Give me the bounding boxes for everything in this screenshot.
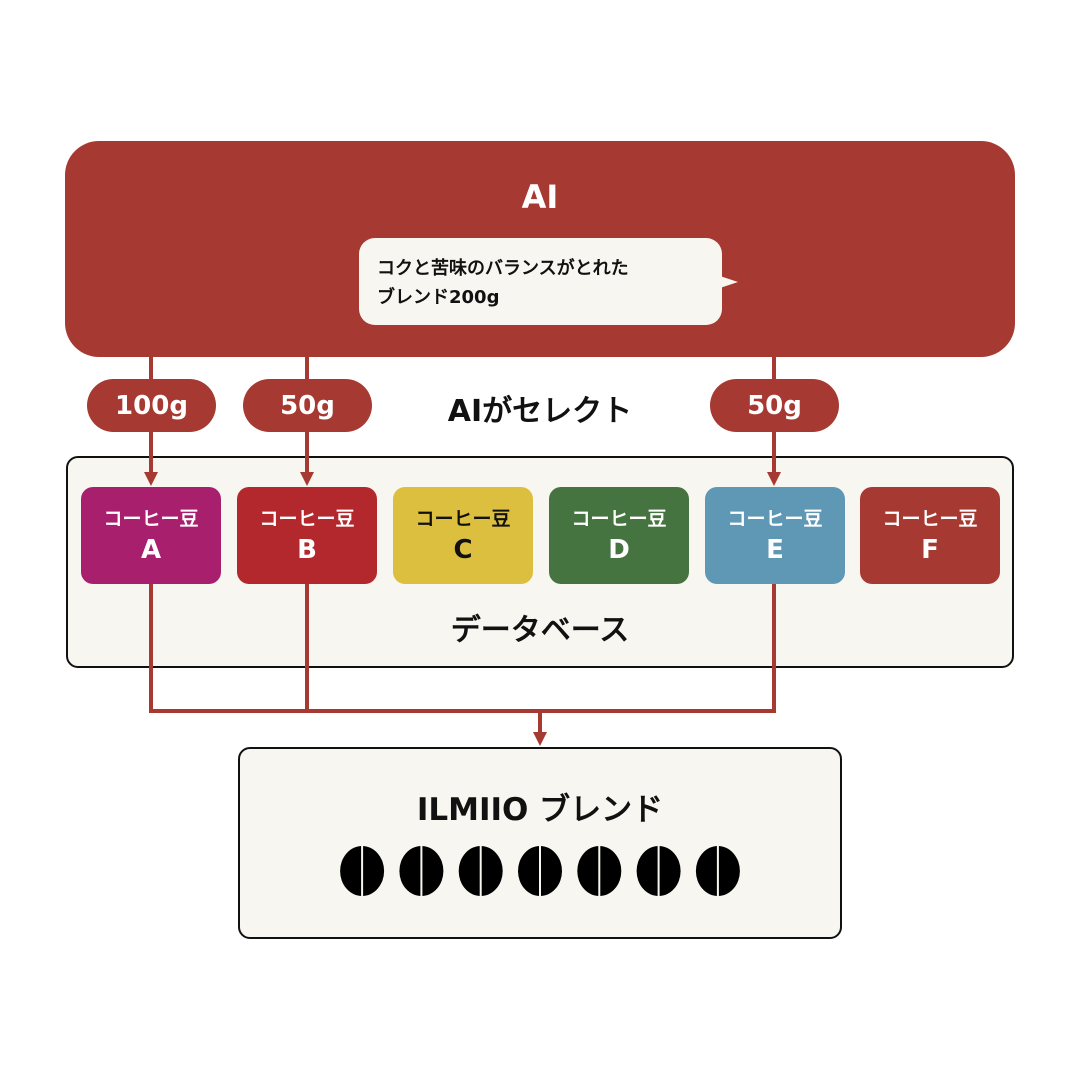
coffee-bean-icon — [577, 845, 622, 897]
arrow-b-icon — [300, 472, 314, 486]
arrow-a-icon — [144, 472, 158, 486]
blend-panel — [238, 747, 842, 939]
database-label: データベース — [450, 613, 630, 648]
bean-letter: A — [140, 535, 162, 565]
coffee-bean-icon — [458, 845, 503, 897]
bubble-tail — [720, 276, 738, 288]
database-panel — [66, 456, 1014, 668]
connector-merge — [149, 583, 776, 713]
bean-letter: B — [297, 535, 317, 565]
bean-card-a: コーヒー豆 A — [81, 487, 221, 584]
bean-card-b: コーヒー豆 B — [237, 487, 377, 584]
coffee-bean-icon — [636, 845, 681, 897]
bean-name: コーヒー豆 — [103, 508, 199, 530]
bean-letter: E — [766, 535, 784, 565]
bean-name: コーヒー豆 — [727, 508, 823, 530]
amount-pill-a: 100g — [87, 379, 216, 432]
bean-name: コーヒー豆 — [882, 508, 978, 530]
bean-letter: C — [453, 535, 473, 565]
bean-card-d: コーヒー豆 D — [549, 487, 689, 584]
amount-pill-b: 50g — [243, 379, 372, 432]
bean-name: コーヒー豆 — [415, 508, 511, 530]
coffee-bean-icon — [399, 845, 444, 897]
bean-card-f: コーヒー豆 F — [860, 487, 1000, 584]
bubble-line-1: コクと苦味のバランスがとれた — [377, 258, 629, 279]
bean-name: コーヒー豆 — [571, 508, 667, 530]
coffee-bean-icon — [518, 845, 562, 897]
amount-pill-e: 50g — [710, 379, 839, 432]
bean-card-c: コーヒー豆 C — [393, 487, 533, 584]
blend-title: ILMIIO ブレンド — [416, 792, 664, 828]
bean-letter: D — [608, 535, 630, 565]
bean-card-e: コーヒー豆 E — [705, 487, 845, 584]
ai-title: AI — [521, 178, 559, 216]
bubble-line-2: ブレンド200g — [377, 287, 500, 308]
bean-letter: F — [921, 535, 939, 565]
coffee-bean-icon — [340, 845, 385, 897]
ai-select-label: AIがセレクト — [447, 394, 633, 429]
arrow-e-icon — [767, 472, 781, 486]
coffee-bean-icon — [695, 845, 740, 897]
bean-name: コーヒー豆 — [259, 508, 355, 530]
speech-bubble: コクと苦味のバランスがとれた ブレンド200g — [359, 238, 722, 325]
arrow-blend-icon — [533, 732, 547, 746]
